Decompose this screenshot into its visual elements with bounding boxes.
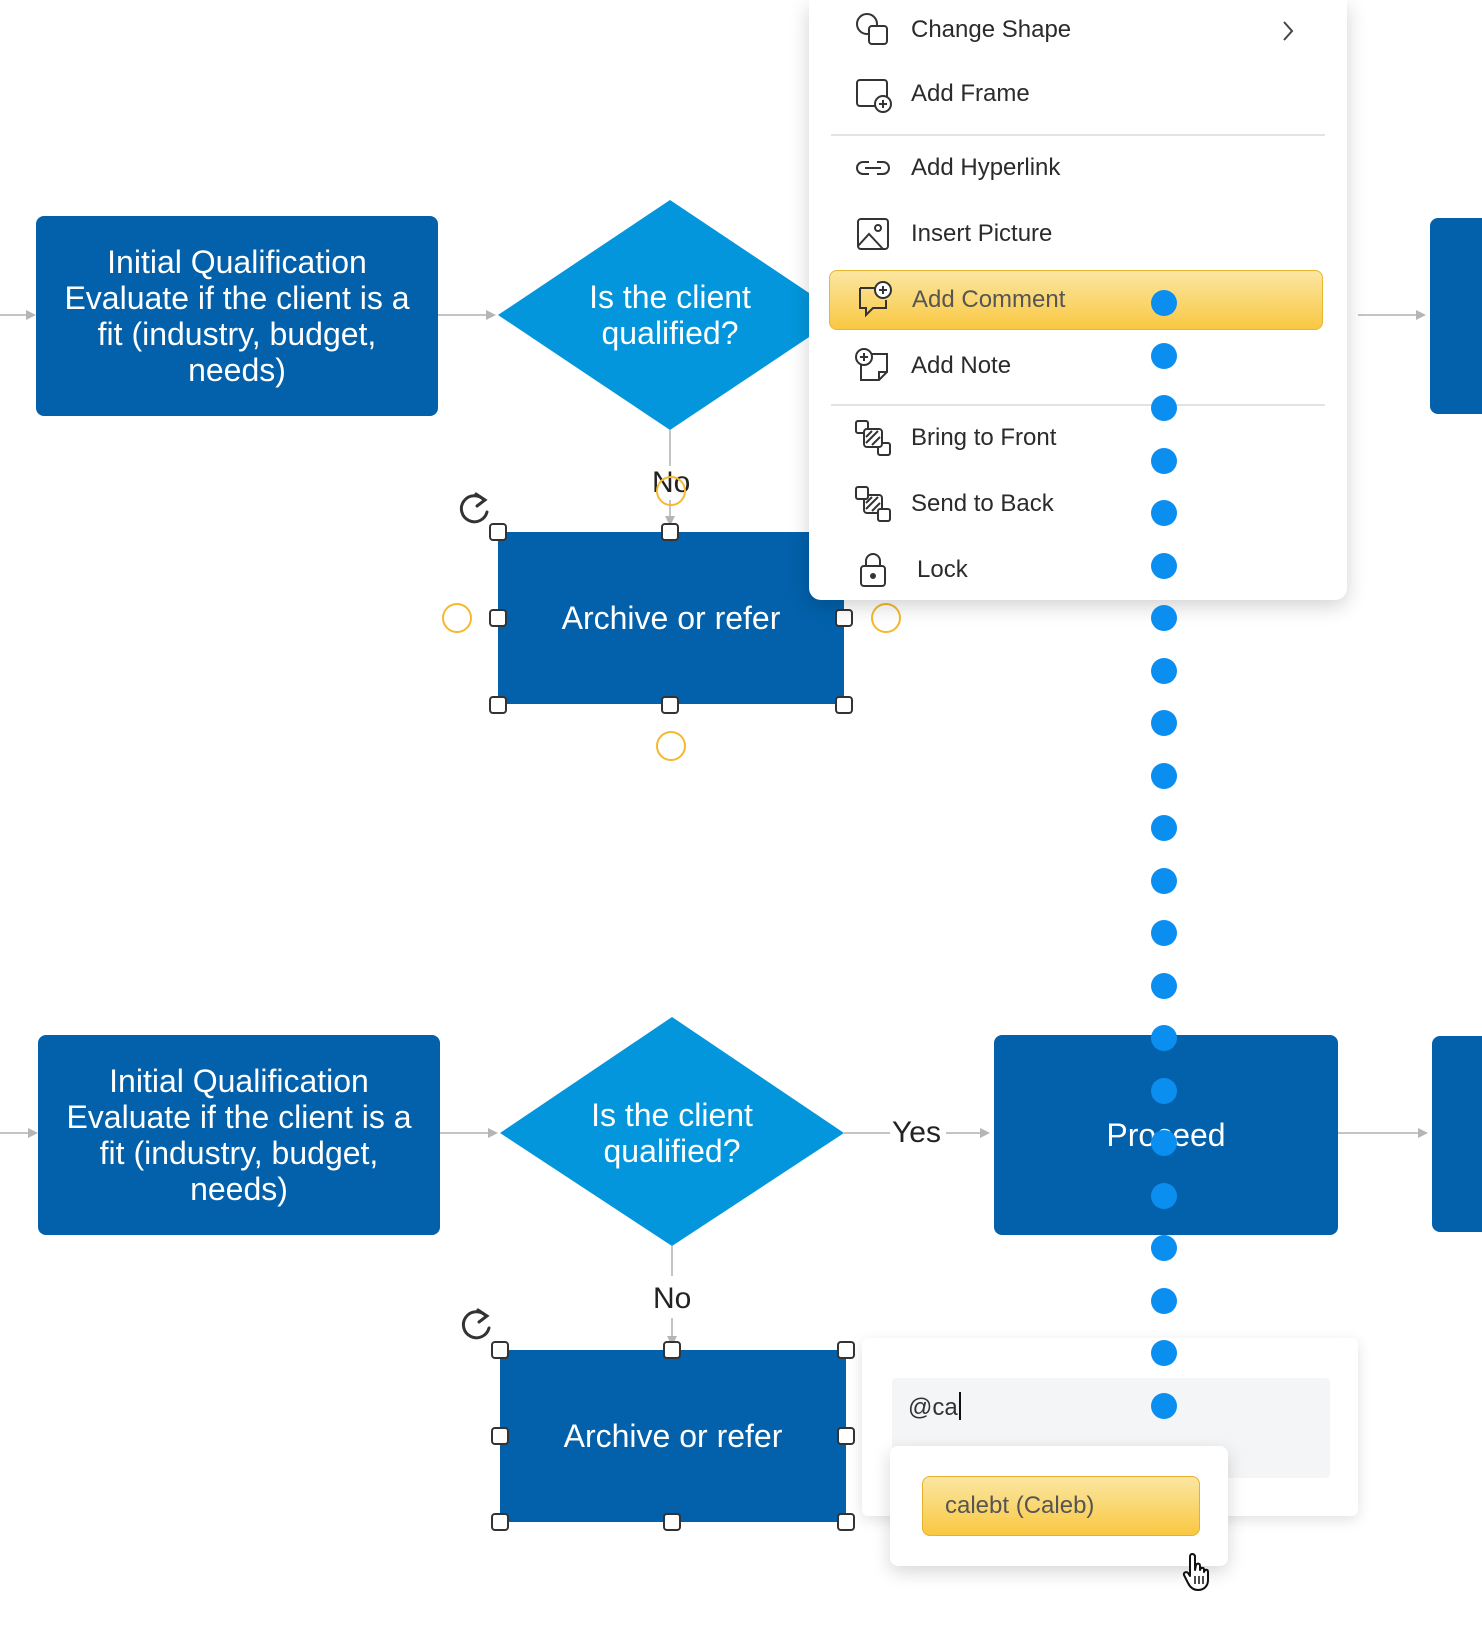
connection-anchor[interactable]: [656, 731, 686, 761]
resize-handle[interactable]: [489, 523, 507, 541]
resize-handle[interactable]: [663, 1513, 681, 1531]
process-box-initial-qualification[interactable]: Initial Qualification Evaluate if the cl…: [38, 1035, 440, 1235]
menu-item-label: Add Frame: [911, 80, 1030, 107]
trail-dot: [1151, 920, 1177, 946]
resize-handle[interactable]: [837, 1341, 855, 1359]
menu-item-send-to-back[interactable]: Send to Back: [829, 474, 1323, 534]
connector-label-no: No: [651, 1282, 694, 1316]
archive-box-selected[interactable]: Archive or refer: [498, 532, 844, 704]
trail-dot: [1151, 605, 1177, 631]
trail-dot: [1151, 1025, 1177, 1051]
trail-dot: [1151, 1077, 1177, 1104]
chevron-right-icon: [1283, 21, 1294, 41]
menu-item-add-hyperlink[interactable]: Add Hyperlink: [829, 138, 1323, 198]
menu-item-lock[interactable]: Lock: [829, 540, 1323, 600]
connector-label-yes: Yes: [890, 1116, 943, 1150]
resize-handle[interactable]: [837, 1427, 855, 1445]
trail-dot: [1151, 815, 1177, 841]
connection-anchor[interactable]: [656, 476, 686, 506]
comment-input-text: @ca: [908, 1394, 958, 1421]
menu-item-add-comment[interactable]: Add Comment: [829, 270, 1323, 330]
trail-dot: [1151, 290, 1177, 316]
rotate-icon[interactable]: [459, 492, 489, 524]
resize-handle[interactable]: [489, 609, 507, 627]
trail-dot: [1151, 447, 1177, 474]
menu-item-label: Insert Picture: [911, 220, 1053, 247]
resize-handle[interactable]: [661, 696, 679, 714]
mention-suggestion-label: calebt (Caleb): [945, 1492, 1095, 1519]
add-comment-icon: [859, 281, 892, 318]
change-shape-icon: [856, 13, 888, 45]
resize-handle[interactable]: [489, 696, 507, 714]
resize-handle[interactable]: [663, 1341, 681, 1359]
menu-item-label: Add Comment: [912, 286, 1066, 313]
decision-text: Is the client qualified?: [591, 1097, 753, 1169]
mention-suggestion-item[interactable]: calebt (Caleb): [922, 1476, 1200, 1536]
link-icon: [856, 161, 890, 175]
menu-item-label: Add Hyperlink: [911, 154, 1061, 181]
menu-item-label: Bring to Front: [911, 424, 1057, 451]
menu-item-label: Change Shape: [911, 16, 1072, 43]
rotate-icon[interactable]: [461, 1308, 491, 1340]
offscreen-box[interactable]: [1430, 218, 1482, 414]
trail-dot: [1151, 342, 1177, 369]
trail-dot: [1151, 1392, 1177, 1419]
menu-item-label: Lock: [917, 556, 968, 583]
resize-handle[interactable]: [837, 1513, 855, 1531]
text-caret: [958, 1392, 961, 1420]
send-to-back-icon: [855, 486, 891, 522]
menu-item-insert-picture[interactable]: Insert Picture: [829, 204, 1323, 264]
trail-dot: [1151, 1130, 1177, 1156]
context-menu: Change Shape Add Frame Add Hyperlink Ins…: [809, 0, 1347, 600]
bring-to-front-icon: [855, 420, 891, 456]
trail-dot: [1151, 1340, 1177, 1366]
decision-diamond[interactable]: [500, 1017, 844, 1246]
resize-handle[interactable]: [835, 609, 853, 627]
menu-item-add-note[interactable]: Add Note: [829, 336, 1323, 396]
decision-diamond[interactable]: [498, 200, 842, 430]
resize-handle[interactable]: [491, 1513, 509, 1531]
offscreen-box[interactable]: [1432, 1036, 1482, 1232]
trail-dot: [1151, 552, 1177, 579]
process-box-initial-qualification[interactable]: Initial Qualification Evaluate if the cl…: [36, 216, 438, 416]
trail-dot: [1151, 395, 1177, 421]
resize-handle[interactable]: [491, 1427, 509, 1445]
trail-dot: [1151, 500, 1177, 526]
decision-text: Is the client qualified?: [589, 279, 751, 351]
menu-item-label: Add Note: [911, 352, 1012, 379]
trail-dot: [1151, 1235, 1177, 1261]
trail-dot: [1151, 972, 1177, 999]
trail-dot: [1151, 1287, 1177, 1314]
archive-box-selected[interactable]: Archive or refer: [500, 1350, 846, 1522]
trail-dot: [1151, 710, 1177, 736]
menu-item-add-frame[interactable]: Add Frame: [829, 64, 1323, 124]
menu-item-change-shape[interactable]: Change Shape: [829, 0, 1323, 60]
add-note-icon: [855, 348, 888, 381]
connection-anchor[interactable]: [442, 603, 472, 633]
resize-handle[interactable]: [661, 523, 679, 541]
trail-dot: [1151, 657, 1177, 684]
menu-item-label: Send to Back: [911, 490, 1054, 517]
pointer-hand-cursor-icon: [1182, 1553, 1209, 1591]
lock-icon: [860, 553, 886, 587]
resize-handle[interactable]: [491, 1341, 509, 1359]
trail-dot: [1151, 867, 1177, 894]
menu-separator: [831, 134, 1325, 136]
resize-handle[interactable]: [835, 696, 853, 714]
connection-anchor[interactable]: [871, 603, 901, 633]
trail-dot: [1151, 1182, 1177, 1209]
menu-item-bring-to-front[interactable]: Bring to Front: [829, 408, 1323, 468]
trail-dot: [1151, 762, 1177, 789]
picture-icon: [857, 218, 889, 250]
add-frame-icon: [856, 79, 892, 113]
menu-separator: [831, 404, 1325, 406]
